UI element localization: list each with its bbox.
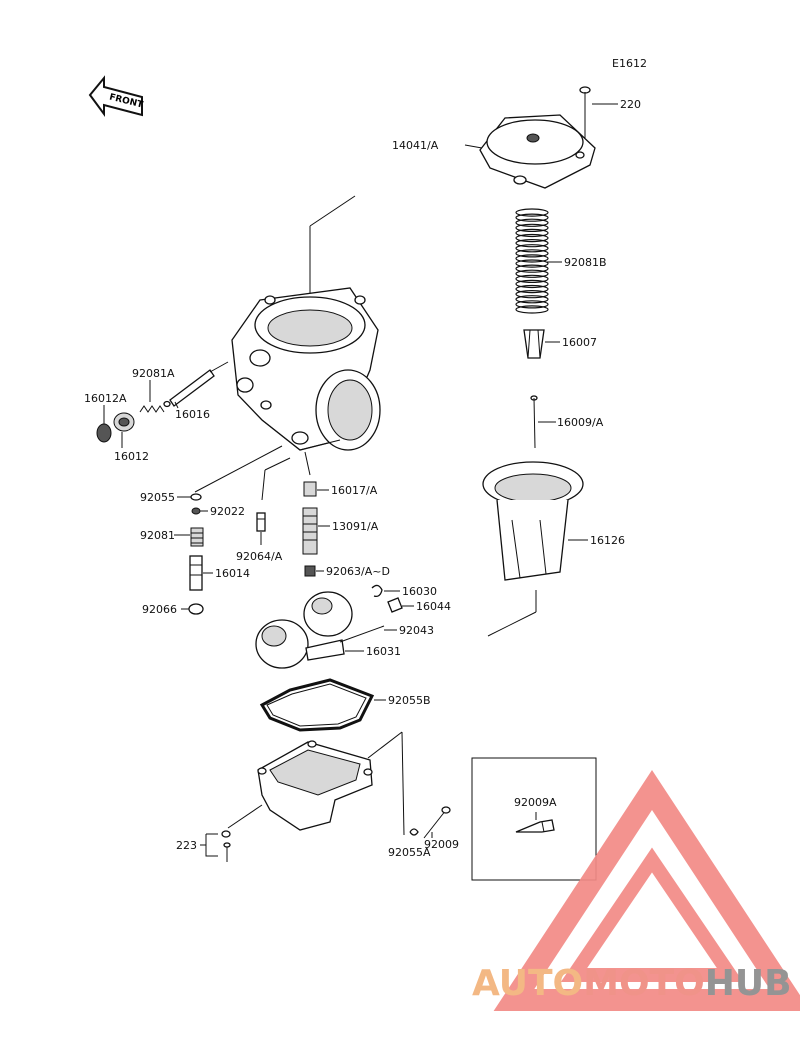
pilot-jet-16017 — [303, 481, 317, 497]
spring-92081a — [139, 405, 165, 413]
label-92009: 92009 — [424, 838, 459, 851]
washer-92022 — [191, 507, 201, 515]
label-92064a: 92064/A — [236, 550, 283, 563]
label-14041a: 14041/A — [392, 139, 439, 152]
label-92063ad: 92063/A~D — [326, 565, 390, 578]
label-16012a: 16012A — [84, 392, 127, 405]
o-ring-16016 — [163, 400, 171, 408]
label-92055b: 92055B — [388, 694, 431, 707]
float-pin-92043 — [339, 625, 385, 643]
screw-223 — [221, 830, 231, 862]
o-ring-92066 — [188, 603, 204, 615]
label-16030: 16030 — [402, 585, 437, 598]
o-ring-92055a — [409, 828, 419, 836]
label-16126: 16126 — [590, 534, 625, 547]
automotohub-logo: AUTOMOTOHUB — [472, 769, 800, 1011]
needle-jet-16014 — [189, 555, 203, 591]
pilot-screw-16016 — [169, 361, 229, 407]
spring-92081b — [515, 208, 549, 314]
label-92066: 92066 — [142, 603, 177, 616]
logo-hub: HUB — [705, 963, 792, 1004]
cap-16012 — [113, 412, 135, 432]
clip-16030 — [371, 584, 383, 598]
float-16031 — [255, 591, 353, 669]
svg-text:AUTOMOTOHUB: AUTOMOTOHUB — [472, 963, 792, 1004]
screw-220 — [579, 86, 591, 140]
label-92009a: 92009A — [514, 796, 557, 809]
front-arrow-icon: FRONT — [88, 75, 145, 118]
spring-92081 — [190, 527, 204, 547]
label-92081: 92081 — [140, 529, 175, 542]
float-bowl — [257, 740, 373, 831]
label-92043: 92043 — [399, 624, 434, 637]
float-valve-16044 — [387, 597, 403, 613]
main-jet-holder-13091 — [302, 507, 318, 555]
label-92081b: 92081B — [564, 256, 607, 269]
label-92055: 92055 — [140, 491, 175, 504]
label-13091a: 13091/A — [332, 520, 379, 533]
label-16012: 16012 — [114, 450, 149, 463]
diagram-code: E1612 — [612, 57, 647, 70]
jet-needle-16009 — [530, 395, 538, 449]
label-16044: 16044 — [416, 600, 451, 613]
label-16017a: 16017/A — [331, 484, 378, 497]
logo-moto: MOTO — [583, 963, 705, 1004]
label-16031: 16031 — [366, 645, 401, 658]
screw-92064 — [256, 512, 266, 532]
logo-auto: AUTO — [472, 963, 583, 1004]
label-220: 220 — [620, 98, 641, 111]
label-223: 223 — [176, 839, 197, 852]
cap-16012a — [96, 423, 112, 443]
label-16016: 16016 — [175, 408, 210, 421]
diaphragm-piston-16126 — [482, 461, 584, 581]
label-92022: 92022 — [210, 505, 245, 518]
inset-box — [471, 757, 597, 881]
label-16009a: 16009/A — [557, 416, 604, 429]
carburetor-body — [231, 287, 381, 451]
label-92055a: 92055A — [388, 846, 431, 859]
label-16014: 16014 — [215, 567, 250, 580]
needle-holder-16007 — [523, 329, 545, 359]
screw-92009a — [515, 812, 555, 833]
top-cover — [479, 114, 596, 189]
drain-screw-92009 — [423, 806, 451, 839]
label-16007: 16007 — [562, 336, 597, 349]
gasket-92055b — [259, 678, 375, 732]
label-92081a: 92081A — [132, 367, 175, 380]
o-ring-92055 — [190, 493, 202, 501]
main-jet-92063 — [304, 565, 316, 577]
